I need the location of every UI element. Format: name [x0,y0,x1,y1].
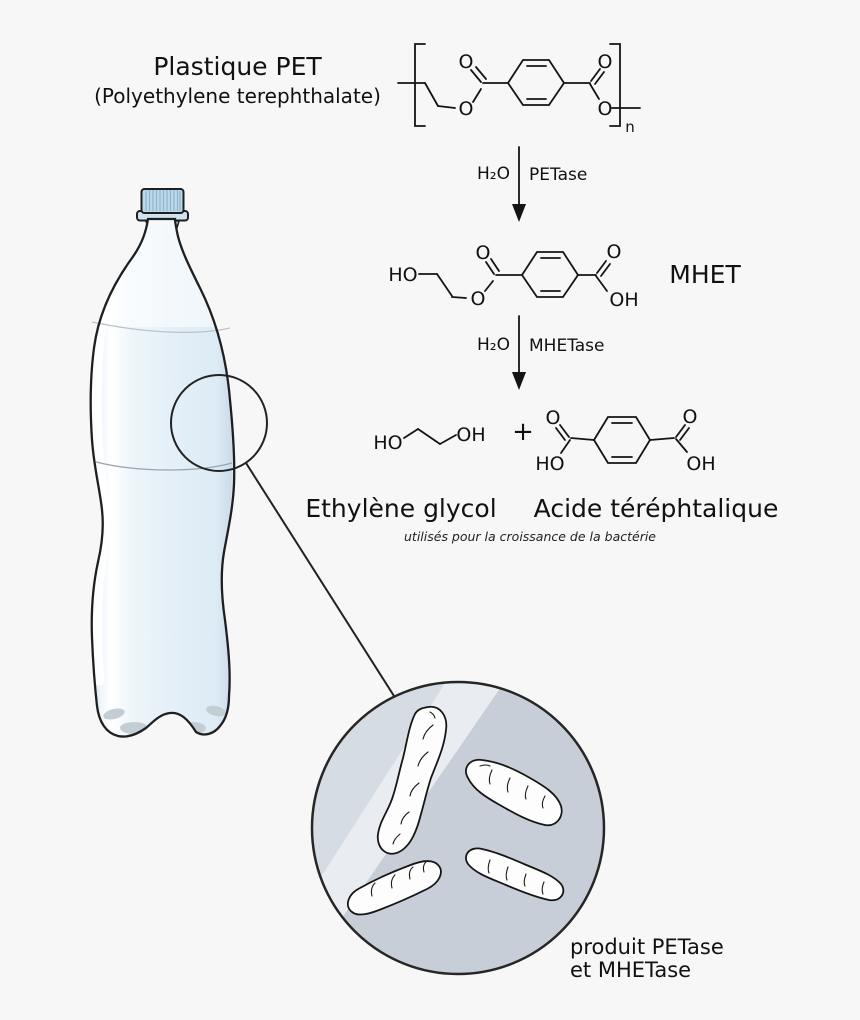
left-bracket [414,43,426,127]
chemical-structures [397,43,690,464]
atom-O: O [459,98,474,120]
ethylene-glycol-label: Ethylène glycol [305,494,497,523]
polymer-index-n: n [625,118,635,136]
bottle-body [90,219,235,737]
reaction-arrow-1 [512,146,526,222]
bacterium-texture [479,764,546,809]
mhet-label: MHET [669,260,741,289]
reagent-h2o-step1: H₂O [477,164,510,184]
terephthalic-acid-label: Acide téréphtalique [533,494,779,523]
right-bracket [609,43,621,127]
bacterium-texture [370,860,428,897]
plus-sign: + [512,417,534,447]
caption-line-1: produit PETase [570,935,724,959]
atom-HO: HO [388,264,417,286]
mhet-structure [418,251,611,299]
atom-HO: HO [535,453,564,475]
bacterium [346,860,442,916]
terephthalic-acid-structure [555,416,690,464]
microscope-view [310,680,606,976]
pet-structure [397,43,641,127]
zoom-connector-line [245,462,395,697]
cap-ribs [145,190,181,211]
zoom-source-circle [170,374,268,472]
atom-O: O [607,241,622,263]
water-line-lower [95,461,233,471]
atom-OH: OH [609,289,638,311]
ethylene-glycol-structure [403,428,457,445]
atom-OH: OH [686,453,715,475]
atom-OH: OH [456,424,485,446]
bacterium [465,847,565,902]
atom-HO: HO [373,432,402,454]
water-line-upper [91,321,231,333]
atom-O: O [598,98,613,120]
plastic-bottle [89,188,236,738]
bacterium-texture [392,711,436,845]
atom-O: O [598,51,613,73]
bacterium [376,705,448,855]
enzyme-petase-label: PETase [529,165,588,185]
bacteria-growth-note: utilisés pour la croissance de la bactér… [404,529,656,544]
reaction-arrow-2 [512,315,526,390]
plastic-surface-band [312,682,463,974]
atom-O: O [683,406,698,428]
bacterium-texture [487,859,545,895]
bottle-outline [89,217,236,738]
atom-O: O [476,242,491,264]
atom-O: O [459,51,474,73]
atom-O: O [471,288,486,310]
enzyme-mhetase-label: MHETase [529,336,605,356]
caption-line-2: et MHETase [570,958,692,982]
microscope-caption: produit PETase et MHETase [570,936,724,982]
atom-O: O [546,407,561,429]
reagent-h2o-step2: H₂O [477,335,510,355]
atom-labels: O O O O n HO O O O OH HO OH O HO O OH [373,51,715,475]
title-plastique-pet: Plastique PET [153,52,322,81]
microscope-circle-outline [310,680,606,976]
title-polyethylene: (Polyethylene terephthalate) [94,84,381,108]
